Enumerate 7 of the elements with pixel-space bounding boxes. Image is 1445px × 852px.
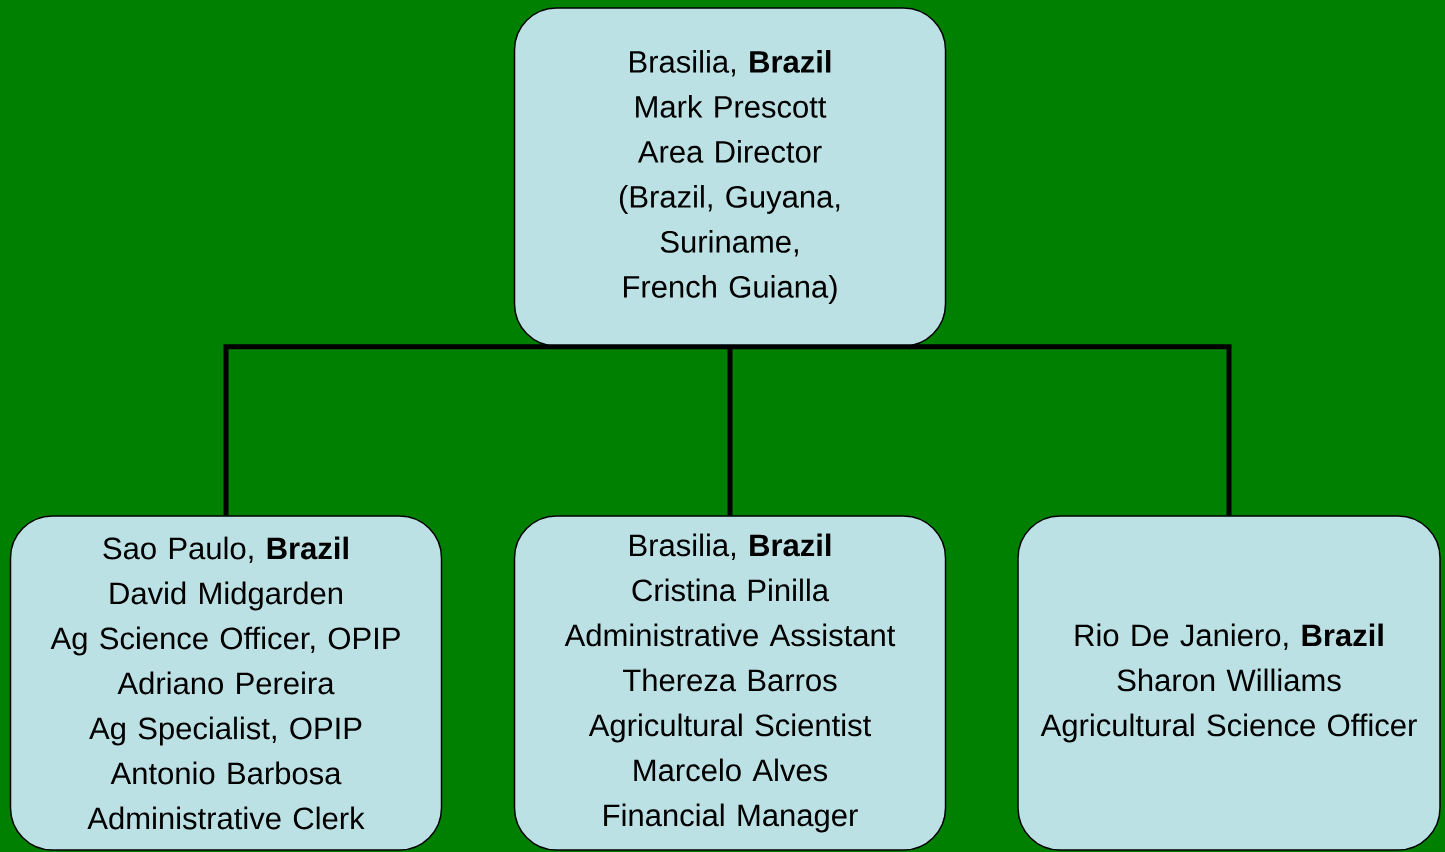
org-box: Rio De Janiero, Brazil Sharon Williams Agricultural Science Officer (1017, 515, 1441, 851)
connector (727, 346, 733, 516)
connector (223, 344, 730, 516)
org-box: Brasilia, Brazil Mark Prescott Area Director (Brazil, Guyana, Suriname, French Guiana) (513, 7, 947, 347)
org-box: Sao Paulo, Brazil David Midgarden Ag Science Officer, OPIP Adriano Pereira Ag Specialist, OPIP Antonio Barbosa Administrative Clerk (9, 515, 443, 851)
org-box: Brasilia, Brazil Cristina Pinilla Administrative Assistant Thereza Barros Agricultural Scientist Marcelo Alves Financial Manager (513, 515, 947, 851)
connector (730, 344, 1232, 516)
